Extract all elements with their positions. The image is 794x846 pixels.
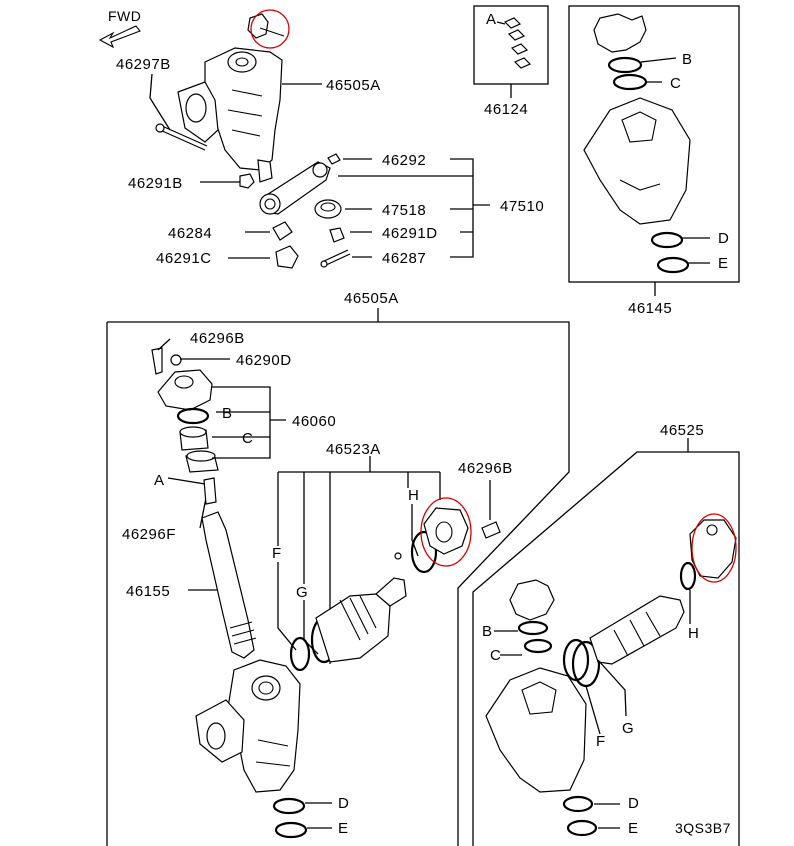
label-left-g: G <box>296 584 308 601</box>
label-46155: 46155 <box>126 583 170 600</box>
label-46291b: 46291B <box>128 175 183 192</box>
label-46296b-left: 46296B <box>190 330 245 347</box>
label-46290d: 46290D <box>236 352 292 369</box>
label-46060-c: C <box>242 430 253 447</box>
label-46287: 46287 <box>382 250 426 267</box>
label-46291d: 46291D <box>382 225 438 242</box>
left-leader-lines <box>157 338 286 591</box>
label-box-46145-d: D <box>718 230 729 247</box>
diagram-code: 3QS3B7 <box>675 820 731 836</box>
label-46284: 46284 <box>168 225 212 242</box>
label-right-c: C <box>490 647 501 664</box>
fwd-label: FWD <box>108 8 141 24</box>
top-leader-lines <box>149 73 490 259</box>
label-box-46145-b: B <box>682 51 693 68</box>
label-right-h: H <box>688 625 699 642</box>
label-46296b-right: 46296B <box>458 460 513 477</box>
label-47510: 47510 <box>500 198 544 215</box>
label-46297b: 46297B <box>116 56 171 73</box>
box-46505a <box>106 308 570 846</box>
pitman-arm-drawing <box>259 153 351 269</box>
label-right-g: G <box>622 720 634 737</box>
box-46145 <box>568 5 740 296</box>
cover-46060-drawing <box>151 347 219 473</box>
label-left-a: A <box>154 472 165 489</box>
label-46292: 46292 <box>382 152 426 169</box>
label-46505a-top: 46505A <box>326 77 381 94</box>
label-left-d: D <box>338 795 349 812</box>
box-46525 <box>472 438 740 846</box>
label-right-f: F <box>596 733 606 750</box>
label-46525: 46525 <box>660 422 704 439</box>
label-right-b: B <box>482 623 493 640</box>
nut-46291b-drawing <box>239 173 255 189</box>
label-46060-b: B <box>222 405 233 422</box>
box-46124 <box>473 5 549 98</box>
label-left-f: F <box>272 545 282 562</box>
label-46145: 46145 <box>628 300 672 317</box>
label-left-e: E <box>338 820 349 837</box>
top-gear-box-drawing <box>177 9 290 183</box>
lower-gear-box-drawing <box>195 659 332 839</box>
label-46060: 46060 <box>292 413 336 430</box>
label-46523a: 46523A <box>326 441 381 458</box>
label-46296f: 46296F <box>122 526 176 543</box>
label-box-46145-e: E <box>718 255 729 272</box>
shaft-46155-drawing <box>201 477 257 659</box>
label-right-e: E <box>628 820 639 837</box>
label-46124: 46124 <box>484 101 528 118</box>
label-right-d: D <box>628 795 639 812</box>
label-46291c: 46291C <box>156 250 212 267</box>
label-box-46124-a: A <box>486 11 497 28</box>
label-left-h: H <box>408 487 419 504</box>
label-box-46145-c: C <box>670 75 681 92</box>
piston-46523a-drawing <box>277 456 501 672</box>
part-labels: 46297B 46505A 46291B 46292 47518 47510 4… <box>116 11 731 837</box>
label-47518: 47518 <box>382 202 426 219</box>
forward-arrow-icon: FWD <box>98 8 141 49</box>
label-46505a-main: 46505A <box>344 290 399 307</box>
